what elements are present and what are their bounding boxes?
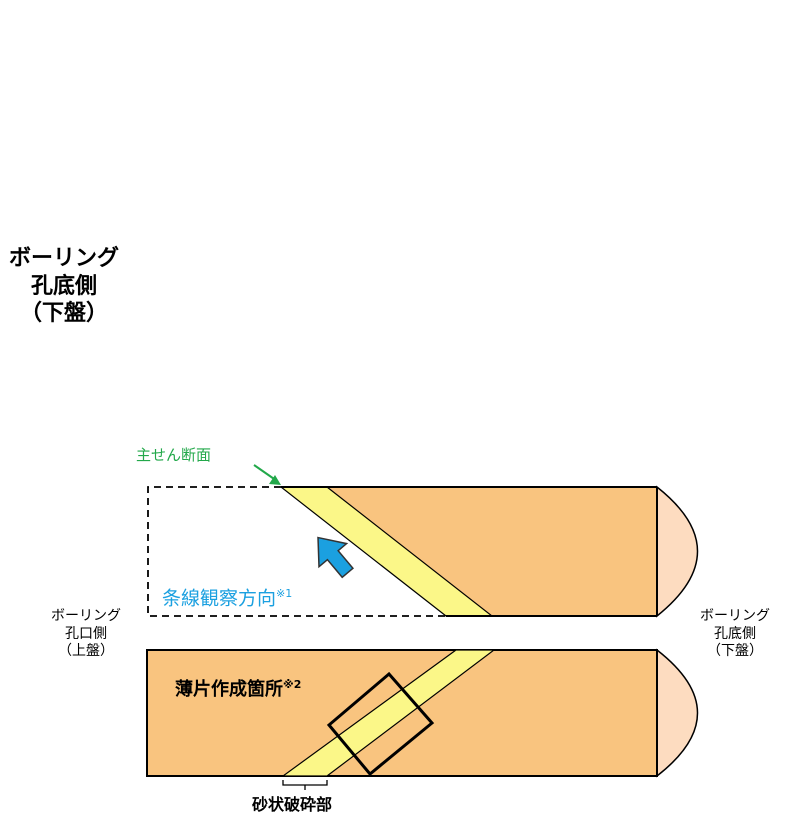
thin-section-text: 薄片作成箇所 (175, 679, 283, 700)
upper-core-body (281, 487, 657, 616)
thin-section-box (326, 671, 435, 777)
striation-direction-label: 条線観察方向※1 (162, 587, 292, 611)
large-label-line3: （下盤） (19, 301, 108, 326)
lower-shear-band (281, 649, 496, 777)
large-label-line2: 孔底側 (30, 273, 97, 299)
left-borehole-mouth-label: ボーリング 孔口側 （上盤） (36, 608, 136, 661)
left-label-line2: 孔口側 (65, 625, 107, 642)
striation-note-mark: ※1 (276, 587, 293, 600)
upper-core-end-cap (656, 485, 699, 618)
sandy-fracture-label: 砂状破砕部 (252, 795, 333, 814)
lower-core-end-cap (656, 648, 699, 778)
shear-plane-arrow (253, 464, 281, 485)
striation-direction-arrow (317, 536, 354, 579)
sandy-fracture-bracket (282, 780, 328, 790)
left-label-line1: ボーリング (51, 608, 121, 624)
shear-plane-label: 主せん断面 (136, 446, 212, 464)
left-label-line3: （上盤） (58, 643, 114, 659)
right-label-line3: （下盤） (707, 643, 763, 659)
right-label-line1: ボーリング (700, 608, 770, 624)
right-borehole-bottom-label: ボーリング 孔底側 （下盤） (685, 608, 785, 661)
right-label-line2: 孔底側 (714, 625, 756, 642)
thin-section-label: 薄片作成箇所※2 (175, 678, 301, 702)
removed-part-outline (147, 486, 446, 617)
large-borehole-bottom-label: ボーリング 孔底側 （下盤） (4, 245, 124, 328)
large-label-line1: ボーリング (8, 246, 119, 271)
striation-direction-text: 条線観察方向 (162, 587, 277, 610)
thin-section-note-mark: ※2 (283, 678, 302, 691)
